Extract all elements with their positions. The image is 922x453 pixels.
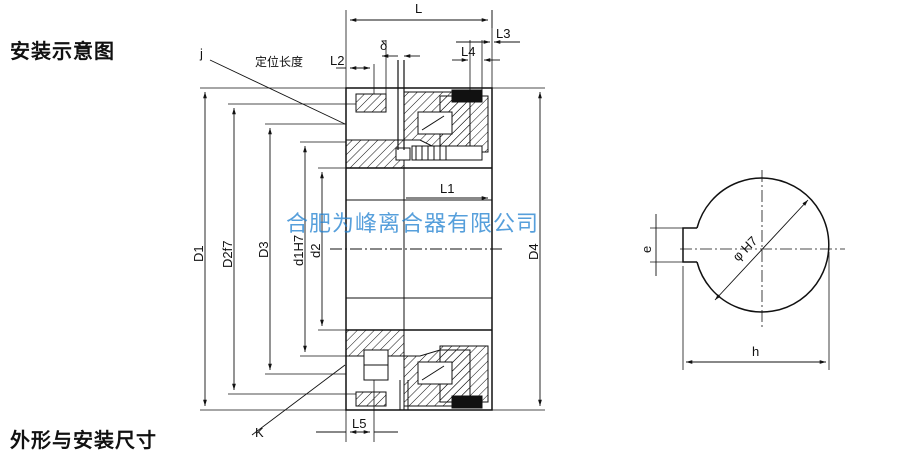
dimensions-heading: 外形与安装尺寸	[10, 428, 157, 452]
label-L5: L5	[352, 416, 366, 431]
label-K: K	[255, 425, 264, 440]
label-L2: L2	[330, 53, 344, 68]
hub-flange-bottom	[355, 391, 387, 407]
label-delta: δ	[380, 38, 387, 53]
label-h: h	[752, 344, 759, 359]
label-D3: D3	[256, 241, 271, 258]
bore-circle	[696, 177, 830, 313]
extension-lines	[200, 10, 545, 442]
label-e: e	[639, 246, 654, 253]
label-d1H7: d1H7	[291, 235, 306, 266]
coil-window-top	[417, 111, 453, 135]
friction-pad-bottom	[451, 395, 483, 409]
label-L4: L4	[461, 44, 475, 59]
keyway	[682, 227, 697, 263]
keyed-bore-view	[650, 170, 845, 370]
label-D2f7: D2f7	[220, 241, 235, 268]
coil-window-bottom	[417, 361, 453, 385]
label-D4: D4	[526, 243, 541, 260]
label-d2: d2	[308, 244, 323, 258]
install-diagram-heading: 安装示意图	[10, 39, 115, 63]
label-D1: D1	[191, 245, 206, 262]
friction-pad-top	[451, 89, 483, 103]
hub-top	[345, 139, 405, 169]
label-L3: L3	[496, 26, 510, 41]
hub-flange-top	[355, 93, 387, 113]
label-positioning-length: 定位长度	[255, 54, 303, 69]
label-j: j	[199, 46, 203, 61]
label-L1: L1	[440, 181, 454, 196]
company-watermark: 合肥为峰离合器有限公司	[286, 212, 540, 237]
label-L: L	[415, 1, 422, 16]
spring-top	[411, 145, 483, 161]
clutch-section-view	[330, 60, 505, 411]
dimension-lines	[203, 18, 542, 436]
